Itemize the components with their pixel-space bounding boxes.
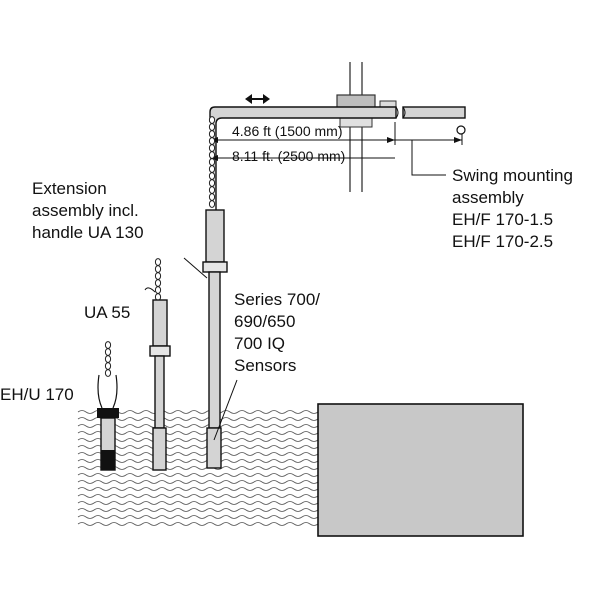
swing-label-line1: Swing mounting (452, 166, 573, 185)
wave-line (77, 480, 319, 484)
chain-link (104, 355, 112, 363)
double-arrow-icon (245, 94, 270, 104)
sensors-label-line1: Series 700/ (234, 290, 320, 309)
chain-link (208, 165, 216, 173)
extension-label-line2: assembly incl. (32, 201, 139, 220)
ua55-label: UA 55 (84, 303, 130, 322)
wave-line (77, 473, 319, 477)
wave-line (77, 438, 319, 442)
wave-line (77, 494, 319, 498)
ehu170-label: EH/U 170 (0, 385, 74, 404)
extension-label-line1: Extension (32, 179, 107, 198)
chain-link (208, 144, 216, 152)
chain-link (104, 341, 112, 349)
wave-line (77, 515, 319, 519)
ua55-holder (144, 258, 171, 471)
chain-link (208, 116, 216, 124)
wave-line (77, 487, 319, 491)
chain-link (104, 362, 112, 370)
swing-arm (209, 106, 466, 210)
wave-line (77, 424, 319, 428)
mounting-post (336, 62, 397, 192)
wave-line (77, 452, 319, 456)
chain-link (208, 193, 216, 201)
wave-line (77, 522, 319, 526)
dimension-lines (210, 122, 463, 176)
water-waves (77, 410, 319, 526)
chain-link (104, 369, 112, 377)
wave-line (77, 508, 319, 512)
wave-line (77, 466, 319, 470)
dimension-label-long: 8.11 ft. (2500 mm) (232, 148, 345, 164)
extension-label-line3: handle UA 130 (32, 223, 144, 242)
chain-link (154, 279, 162, 287)
sensors-label-line4: Sensors (234, 356, 296, 375)
ehu170-sensor (97, 341, 119, 471)
chain-link (208, 200, 216, 208)
chain-link (208, 158, 216, 166)
chain-link (208, 186, 216, 194)
wave-line (77, 431, 319, 435)
extension-assembly (183, 116, 238, 469)
swing-label-line2: assembly (452, 188, 524, 207)
swing-label-line4: EH/F 170-2.5 (452, 232, 553, 251)
wave-line (77, 445, 319, 449)
chain-link (208, 179, 216, 187)
wave-line (77, 417, 319, 421)
chain-link (208, 137, 216, 145)
sensors-label-line3: 700 IQ (234, 334, 285, 353)
sensors-label-line2: 690/650 (234, 312, 295, 331)
chain-link (104, 348, 112, 356)
chain-link (154, 258, 162, 266)
wave-line (77, 501, 319, 505)
swing-label-line3: EH/F 170-1.5 (452, 210, 553, 229)
chain-link (208, 130, 216, 138)
chain-link (208, 172, 216, 180)
chain-link (154, 286, 162, 294)
chain-link (154, 272, 162, 280)
dimension-label-short: 4.86 ft (1500 mm) (232, 123, 343, 139)
wave-line (77, 459, 319, 463)
chain-link (208, 123, 216, 131)
chain-link (154, 265, 162, 273)
basin-wall (317, 403, 524, 537)
chain-link (208, 151, 216, 159)
